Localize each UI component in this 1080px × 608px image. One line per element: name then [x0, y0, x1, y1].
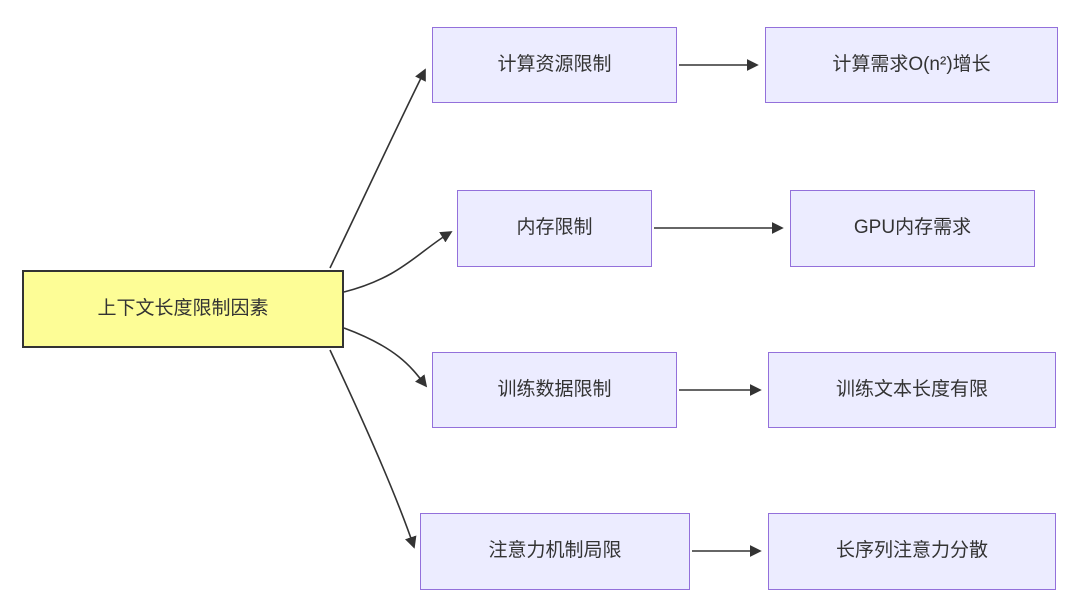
node-gpu-memory-demand: GPU内存需求 [790, 190, 1035, 267]
node-training-text-length-limited: 训练文本长度有限 [768, 352, 1056, 428]
edge-root-to-attention-limit [329, 349, 417, 549]
node-memory-limit: 内存限制 [457, 190, 652, 267]
edge-root-to-memory-limit [343, 231, 453, 293]
node-compute-demand-on2-growth: 计算需求O(n²)增长 [765, 27, 1058, 103]
edge-root-to-compute-limit [329, 68, 426, 269]
node-compute-resource-limit: 计算资源限制 [432, 27, 677, 103]
node-long-sequence-attention-dispersion: 长序列注意力分散 [768, 513, 1056, 590]
node-attention-mechanism-limit: 注意力机制局限 [420, 513, 690, 590]
edge-root-to-training-data-limit [343, 327, 428, 388]
node-root-context-length-factors: 上下文长度限制因素 [22, 270, 344, 348]
node-training-data-limit: 训练数据限制 [432, 352, 677, 428]
